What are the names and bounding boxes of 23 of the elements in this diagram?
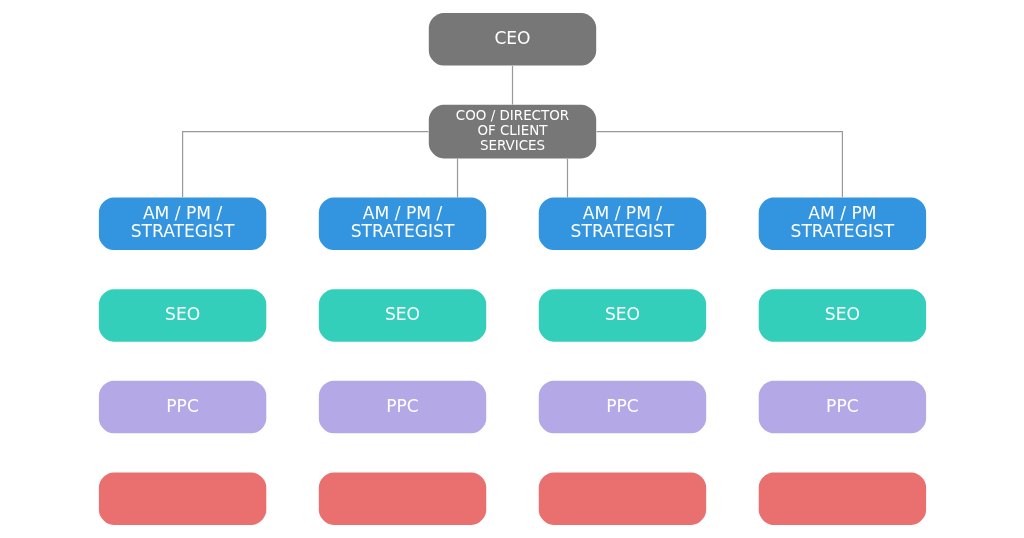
- node-box: SEO: [318, 289, 486, 342]
- node-box: SEO: [98, 289, 266, 342]
- node-box: [318, 472, 486, 525]
- node-box: CEO: [428, 13, 596, 66]
- node-box: SEO: [758, 289, 926, 342]
- node-box: PPC: [538, 380, 706, 434]
- node-box: SEO: [538, 289, 706, 342]
- node-box: PPC: [318, 380, 486, 434]
- node-box: AM / PM / STRATEGIST: [98, 197, 266, 251]
- node-box: [98, 472, 266, 525]
- connector: [511, 65, 513, 106]
- node-box: COO / DIRECTOR OF CLIENT SERVICES: [428, 104, 596, 159]
- connector: [595, 130, 843, 198]
- node-box: [538, 472, 706, 525]
- node-box: [758, 472, 926, 525]
- node-box: AM / PM / STRATEGIST: [318, 197, 486, 251]
- connector: [456, 158, 458, 199]
- node-box: AM / PM STRATEGIST: [758, 197, 926, 251]
- node-box: PPC: [758, 380, 926, 434]
- node-box: AM / PM / STRATEGIST: [538, 197, 706, 251]
- connector: [181, 130, 429, 198]
- connector: [566, 158, 568, 199]
- node-box: PPC: [98, 380, 266, 434]
